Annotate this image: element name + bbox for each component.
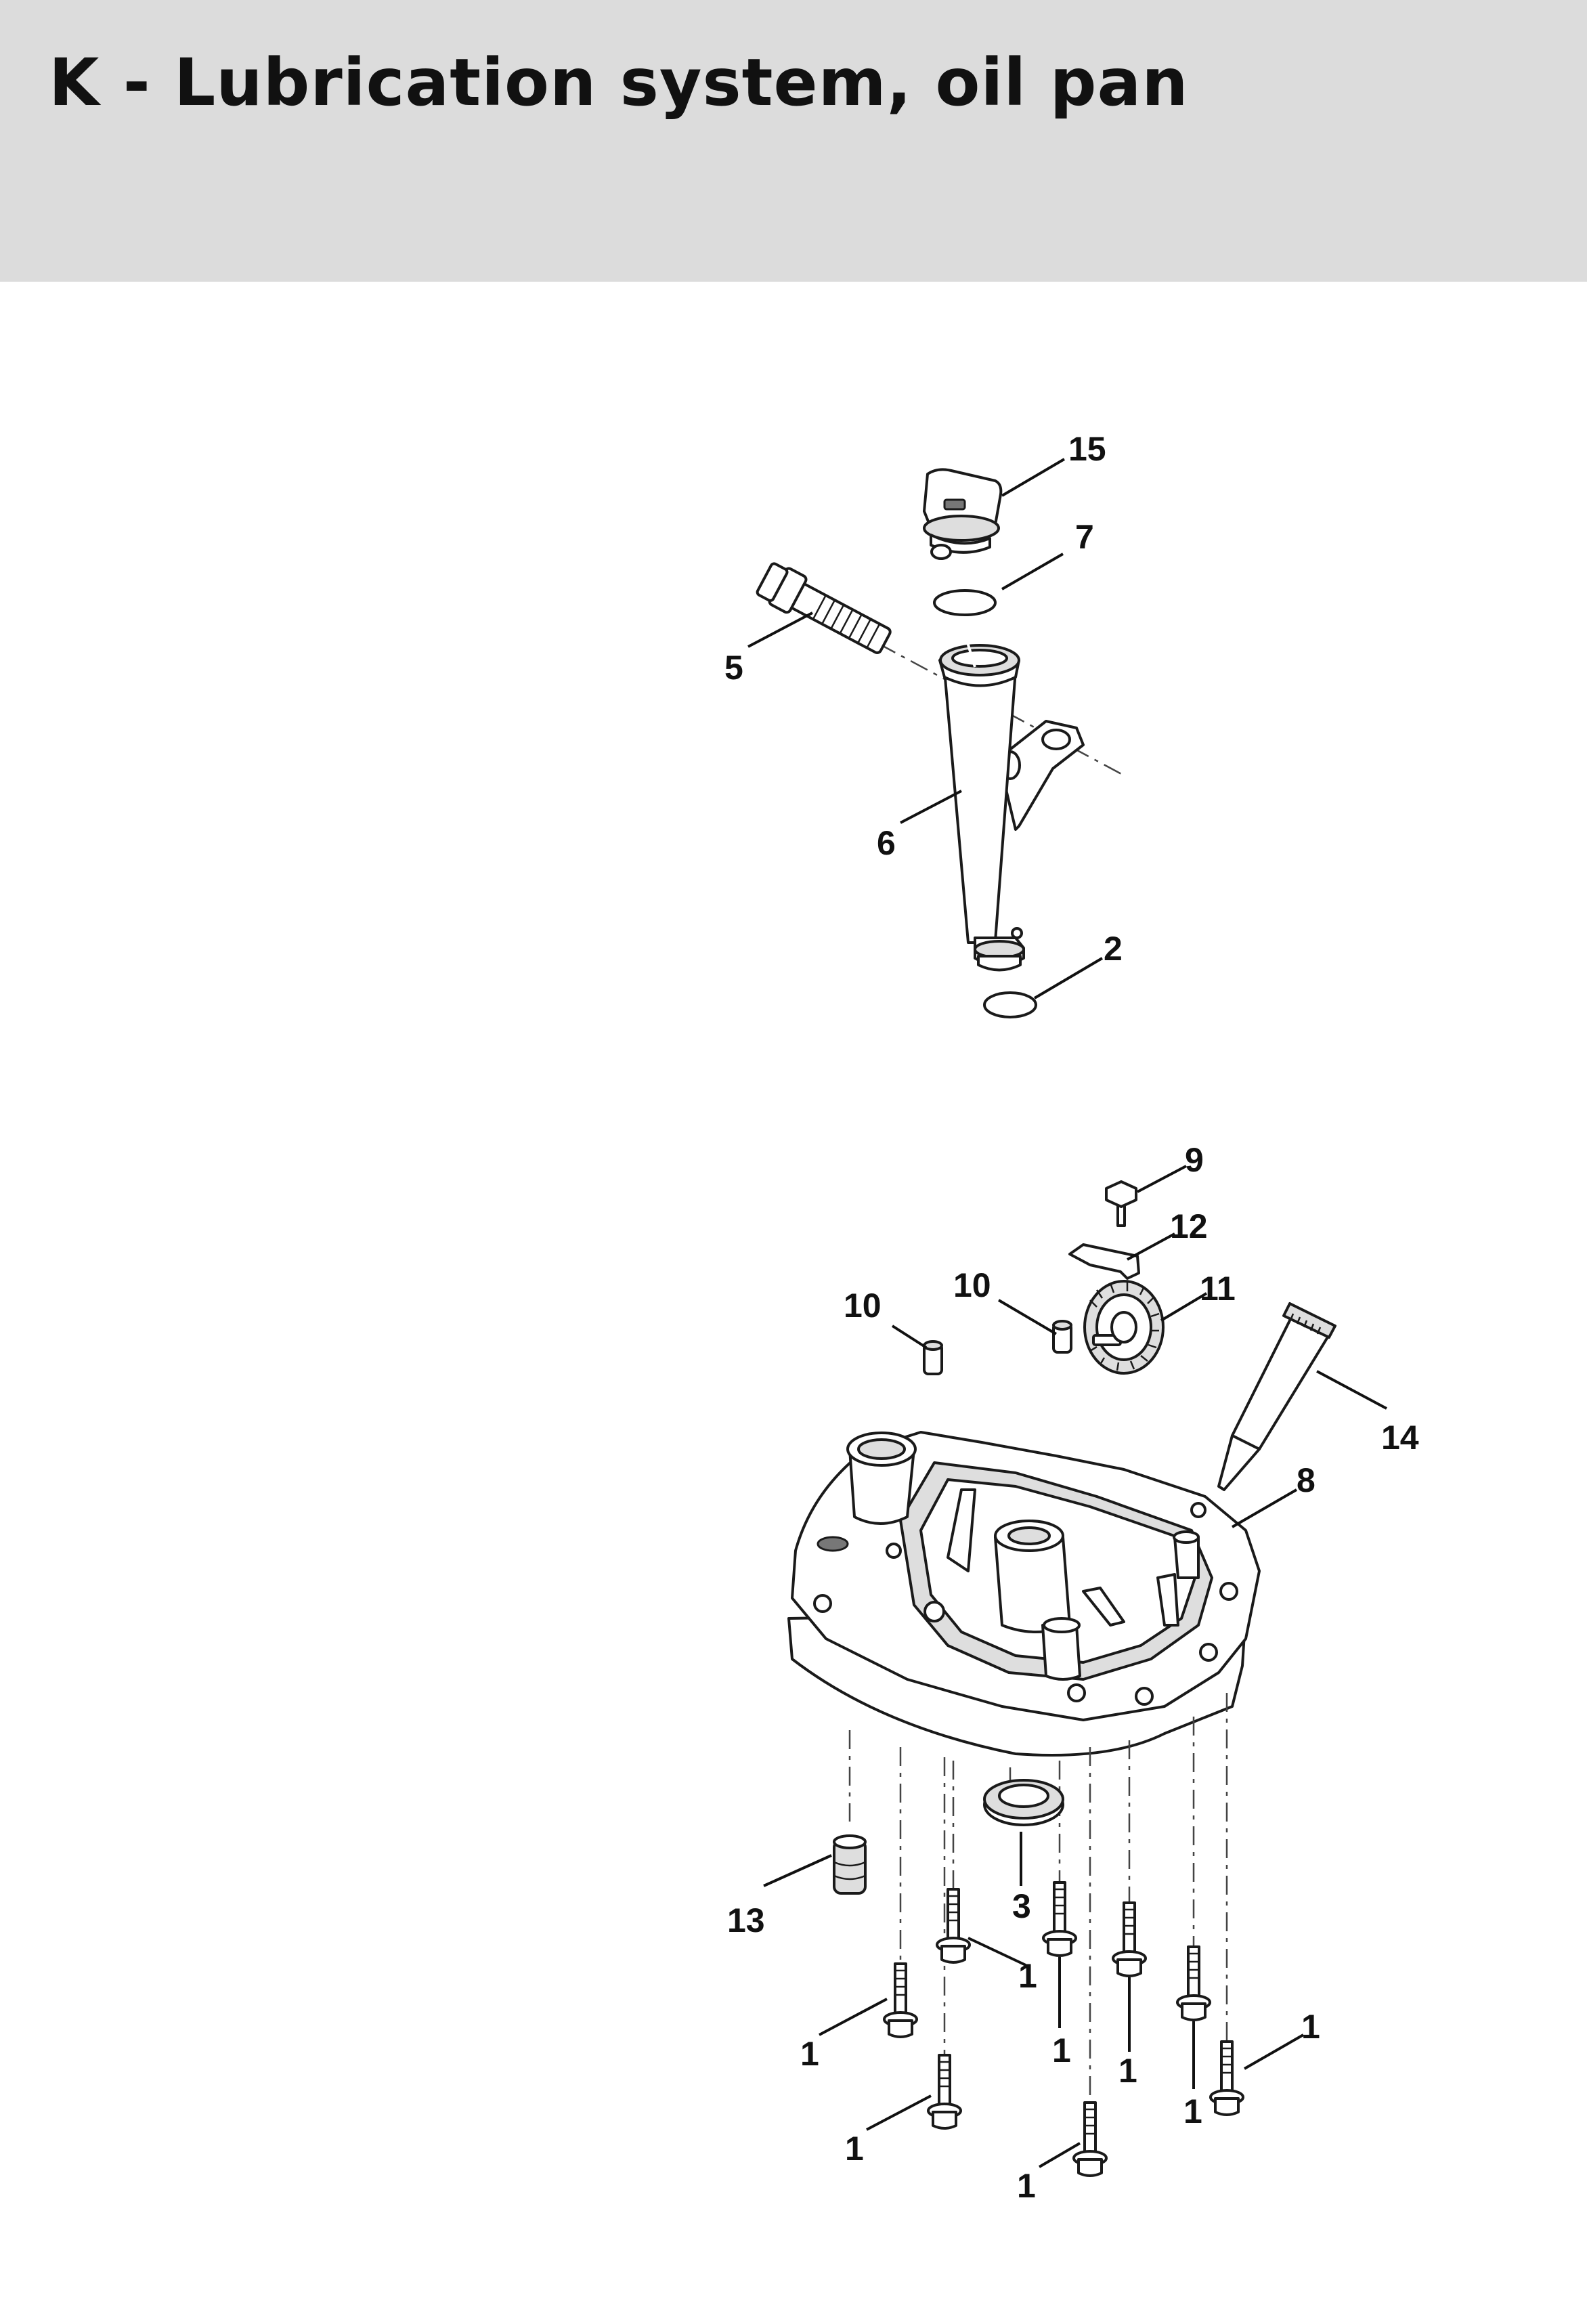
part-1-bolt [1042,1881,1077,1957]
part-2-o-ring [983,991,1037,1018]
callout-1: 1 [1118,2052,1137,2090]
part-5-bolt [756,562,892,654]
callout-1: 1 [1052,2031,1071,2069]
callout-8: 8 [1297,1461,1316,1499]
callout-1: 1 [1301,2008,1320,2046]
part-1-bolt [1176,1945,1211,2021]
part-1-bolt [1209,2040,1244,2116]
callout-3: 3 [1012,1887,1031,1925]
callout-10-right: 10 [953,1266,991,1304]
callout-6: 6 [877,824,896,862]
part-6-oil-fill-tube [938,644,1085,972]
callout-10-left: 10 [844,1287,882,1325]
leader-lines [747,458,1387,2168]
part-1-bolt [1112,1901,1147,1977]
part-1-bolt [927,2054,962,2130]
callout-13: 13 [727,1901,765,1939]
part-3-shaft-seal [983,1779,1064,1826]
part-15-dipstick-cap [923,468,1003,668]
callout-1: 1 [845,2130,864,2168]
part-10-dowel-pin-left [923,1340,943,1375]
alignment-lines-lower [848,1693,1228,2113]
callout-1: 1 [1017,2167,1036,2205]
callout-5: 5 [724,649,743,687]
part-14-sealant-tube [1217,1302,1336,1491]
callout-1: 1 [800,2035,819,2073]
part-1-bolt [883,1962,918,2038]
part-10-dowel-pin-right [1052,1320,1072,1354]
part-7-o-ring [933,589,997,616]
callout-9: 9 [1185,1141,1204,1179]
callout-12: 12 [1170,1207,1208,1245]
callout-15: 15 [1068,430,1106,468]
callout-11: 11 [1200,1270,1236,1308]
callout-2: 2 [1104,930,1123,968]
header-band [0,0,1587,282]
callout-7: 7 [1075,518,1094,556]
callout-14: 14 [1381,1419,1419,1457]
callout-labels: 15 7 5 6 2 9 12 10 10 11 14 8 13 3 1 1 1… [724,430,1419,2205]
part-11-governor-gear [1083,1280,1165,1375]
part-12-plate [1068,1243,1140,1280]
callout-1: 1 [1183,2092,1202,2130]
part-1-bolt [936,1888,971,1964]
part-13-sleeve [833,1834,867,1895]
callout-1: 1 [1018,1957,1037,1995]
part-9-bolt [1105,1180,1137,1227]
page-title: K - Lubrication system, oil pan [49,45,1189,121]
part-1-bolts [883,1881,1244,2177]
part-8-oil-pan [787,1431,1261,1757]
part-1-bolt [1072,2101,1108,2177]
